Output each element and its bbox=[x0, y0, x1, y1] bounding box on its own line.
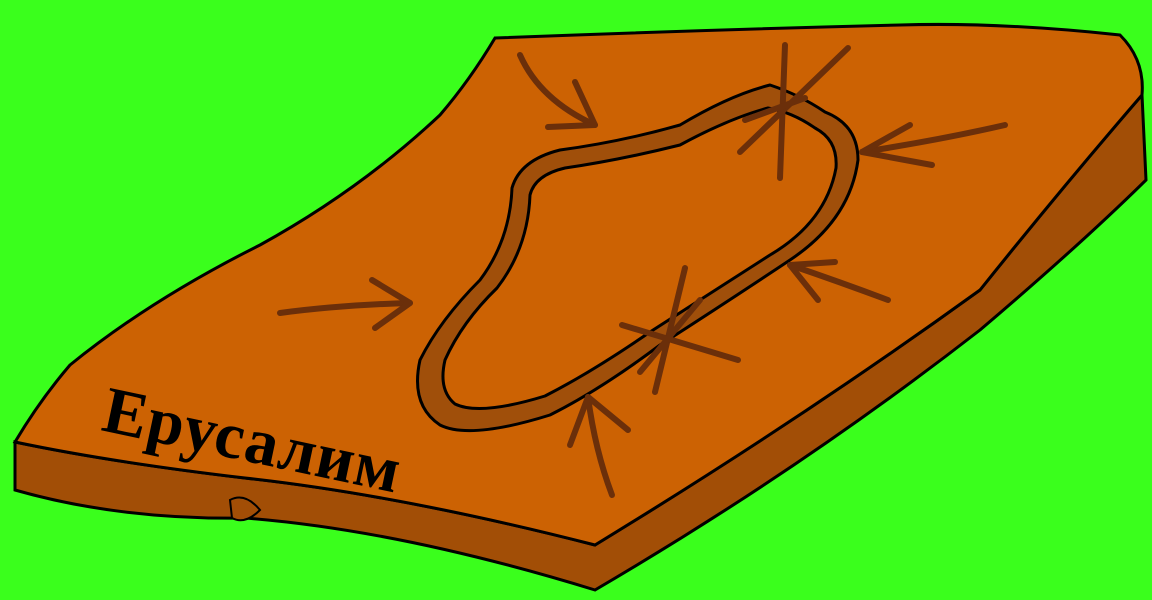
jerusalem-siege-map: Ерусалим bbox=[0, 0, 1152, 600]
